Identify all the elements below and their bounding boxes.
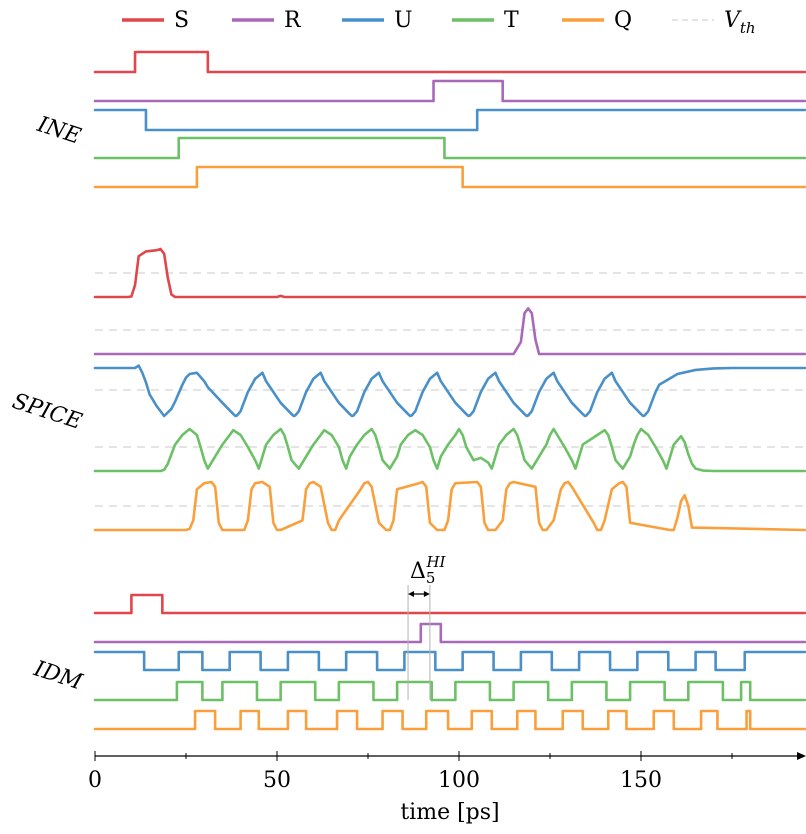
series-idm-U: [93, 650, 806, 672]
x-tick-label-50: 50: [263, 768, 291, 793]
series-idm-Q: [93, 709, 806, 731]
legend-label-S: S: [174, 8, 189, 33]
series-ine-T: [93, 136, 806, 160]
panel-ine: INE: [33, 50, 806, 189]
legend-label-R: R: [284, 8, 302, 33]
annotation-label: Δ5HI: [410, 553, 447, 587]
x-axis-arrowhead: [797, 752, 806, 760]
series-spice-T: [93, 427, 806, 473]
panel-spice: SPICE: [9, 247, 806, 532]
panel-idm: IDM: [30, 593, 806, 731]
panel-label-ine: INE: [33, 112, 84, 150]
x-tick-label-150: 150: [620, 768, 662, 793]
series-ine-Q: [93, 165, 806, 189]
series-spice-R: [93, 307, 806, 356]
legend-label-Q: Q: [614, 8, 632, 33]
plot-area: INE SPICE IDM: [9, 50, 806, 731]
series-idm-R: [93, 622, 806, 644]
series-spice-Q: [93, 480, 806, 532]
x-axis: time [ps] 0 50 100 150: [88, 751, 806, 825]
panel-label-spice: SPICE: [9, 389, 85, 435]
series-idm-T: [93, 680, 806, 702]
annotation-arrowhead-left: [408, 591, 415, 597]
panel-label-idm: IDM: [30, 656, 86, 695]
x-tick-label-0: 0: [88, 768, 102, 793]
series-ine-R: [93, 79, 806, 103]
series-spice-S: [93, 247, 806, 299]
legend-label-U: U: [394, 8, 413, 33]
legend-label-Vth: Vth: [724, 8, 756, 37]
series-spice-U: [93, 364, 806, 418]
legend-label-T: T: [504, 8, 519, 33]
series-ine-U: [93, 108, 806, 132]
series-idm-S: [93, 593, 806, 615]
annotation-arrowhead-right: [423, 591, 430, 597]
legend: S R U T Q Vth: [122, 8, 756, 37]
series-ine-S: [93, 50, 806, 74]
x-tick-label-100: 100: [438, 768, 480, 793]
x-axis-label: time [ps]: [400, 800, 499, 825]
